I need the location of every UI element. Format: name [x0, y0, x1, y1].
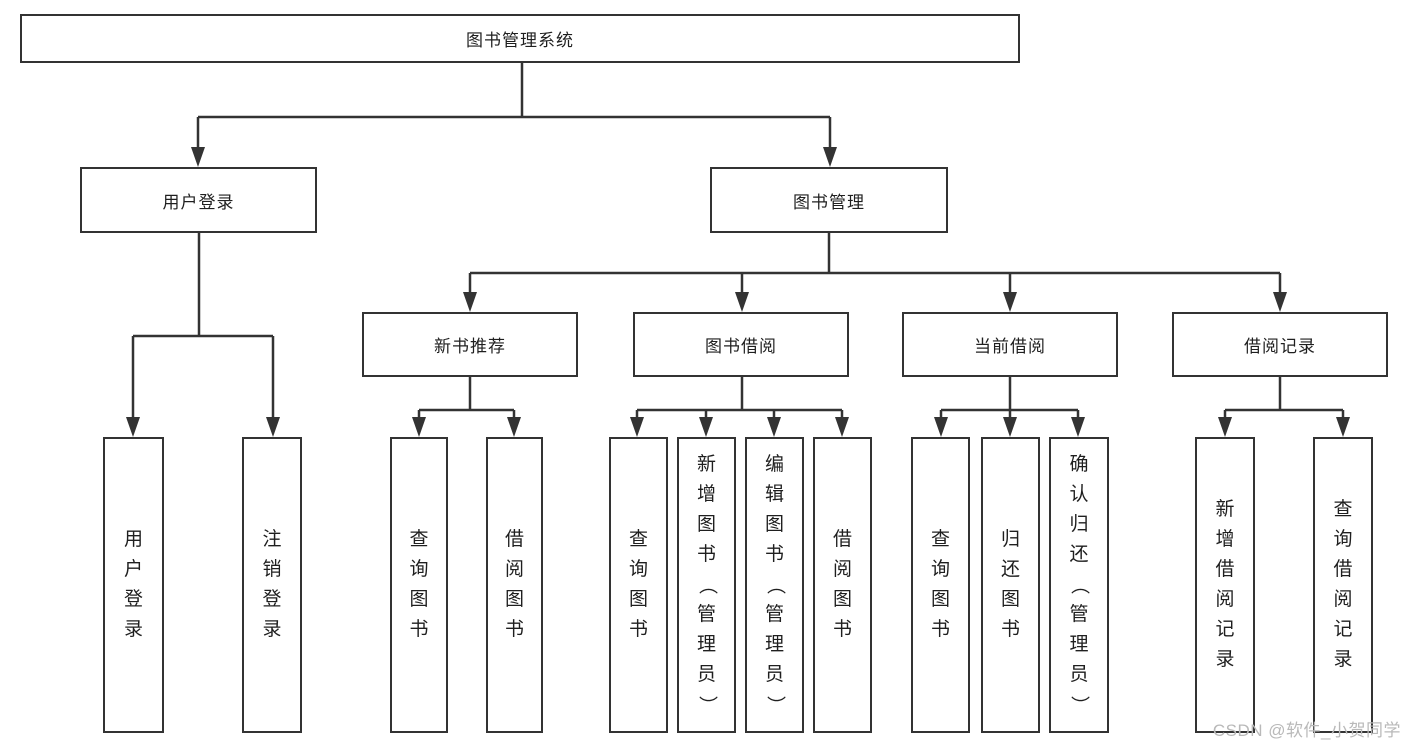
node-borrowing-records: 借阅记录 [1172, 312, 1388, 377]
node-library-management-system: 图书管理系统 [20, 14, 1020, 63]
node-label: 查询图书 [628, 529, 648, 640]
node-label: 查询借阅记录 [1333, 499, 1353, 670]
node-label: 借阅图书 [504, 529, 524, 640]
leaf-confirm-return-admin: 确认归还（管理员） [1049, 437, 1109, 733]
node-book-borrowing: 图书借阅 [633, 312, 849, 377]
node-user-login-module: 用户登录 [80, 167, 317, 233]
leaf-logout: 注销登录 [242, 437, 302, 733]
node-label: 当前借阅 [974, 337, 1046, 356]
node-book-management-module: 图书管理 [710, 167, 948, 233]
node-current-borrowing: 当前借阅 [902, 312, 1118, 377]
leaf-query-books-recommend: 查询图书 [390, 437, 448, 733]
leaf-borrow-books-recommend: 借阅图书 [486, 437, 543, 733]
node-label: 查询图书 [930, 529, 950, 640]
leaf-query-books-current: 查询图书 [911, 437, 970, 733]
leaf-query-borrow-record: 查询借阅记录 [1313, 437, 1373, 733]
node-label: 新书推荐 [434, 337, 506, 356]
leaf-borrow-books-borrowing: 借阅图书 [813, 437, 872, 733]
leaf-return-books: 归还图书 [981, 437, 1040, 733]
node-label: 注销登录 [262, 529, 282, 640]
node-label: 确认归还（管理员） [1068, 454, 1090, 715]
node-label: 用户登录 [123, 529, 143, 640]
node-label: 新增借阅记录 [1215, 499, 1235, 670]
node-label: 图书管理 [793, 192, 865, 212]
leaf-add-borrow-record: 新增借阅记录 [1195, 437, 1255, 733]
node-label: 归还图书 [1000, 529, 1020, 640]
node-label: 查询图书 [409, 529, 429, 640]
node-label: 图书借阅 [705, 337, 777, 356]
node-label: 新增图书（管理员） [696, 454, 718, 715]
leaf-user-login: 用户登录 [103, 437, 164, 733]
node-label: 用户登录 [162, 192, 235, 212]
arrowheads [126, 147, 1350, 437]
leaf-edit-books-admin: 编辑图书（管理员） [745, 437, 804, 733]
node-label: 图书管理系统 [466, 31, 574, 50]
leaf-add-books-admin: 新增图书（管理员） [677, 437, 736, 733]
node-new-book-recommendation: 新书推荐 [362, 312, 578, 377]
node-label: 借阅图书 [832, 529, 852, 640]
csdn-watermark: CSDN @软件_小贺同学 [1212, 721, 1401, 740]
node-label: 编辑图书（管理员） [764, 454, 786, 715]
leaf-query-books-borrowing: 查询图书 [609, 437, 668, 733]
node-label: 借阅记录 [1244, 337, 1316, 356]
